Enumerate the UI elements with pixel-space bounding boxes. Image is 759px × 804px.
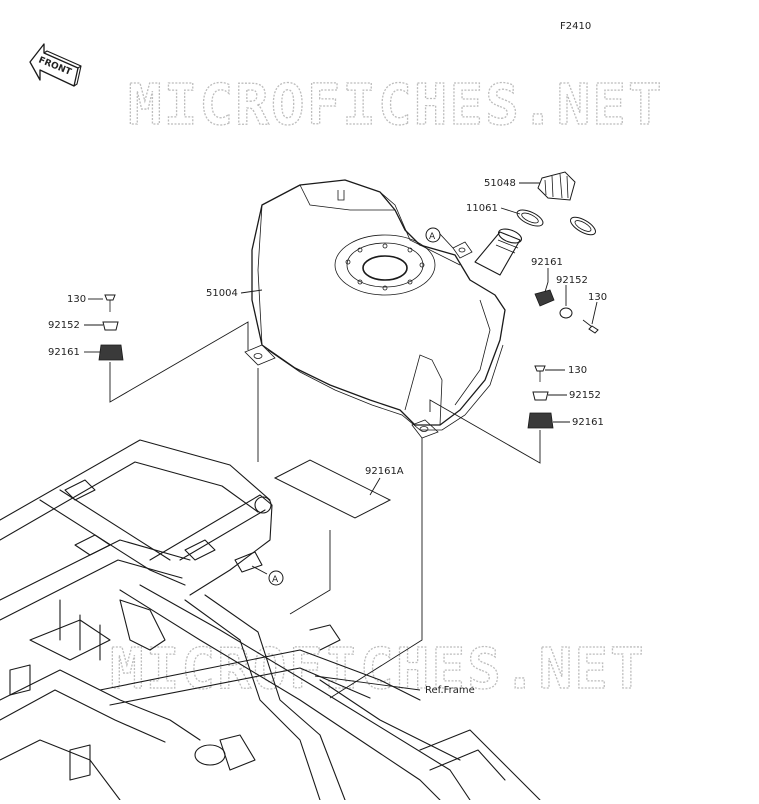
label-130-right-top: 130 [588, 292, 607, 303]
label-51004: 51004 [206, 288, 238, 299]
svg-text:A: A [272, 575, 279, 585]
rubber-pad [273, 459, 392, 519]
label-92152-left: 92152 [48, 320, 80, 331]
label-92161-right: 92161 [572, 417, 604, 428]
cap-seal [570, 216, 596, 236]
figure-code: F2410 [560, 21, 591, 32]
right-lower-mount [527, 365, 554, 429]
label-92161-left: 92161 [48, 347, 80, 358]
label-92161-right-top: 92161 [531, 257, 563, 268]
label-92152-right-top: 92152 [556, 275, 588, 286]
label-130-right: 130 [568, 365, 587, 376]
fuel-cap [537, 171, 576, 201]
vehicle-frame [0, 439, 541, 801]
collar-shape [559, 307, 573, 319]
label-92152-right: 92152 [569, 390, 601, 401]
ref-marker-a-bottom: A [268, 570, 284, 586]
leader-lines [84, 182, 598, 699]
watermark-bottom: MICROFICHES.NET [110, 637, 646, 702]
front-arrow-icon: FRONT [29, 43, 82, 87]
svg-text:A: A [429, 232, 436, 242]
label-51048: 51048 [484, 178, 516, 189]
ref-marker-a-top: A [425, 227, 441, 243]
label-ref-frame: Ref.Frame [425, 685, 475, 696]
label-130-left: 130 [67, 294, 86, 305]
left-mount [98, 294, 124, 361]
label-92161a: 92161A [365, 466, 404, 477]
watermark-top: MICROFICHES.NET [128, 73, 664, 138]
fuel-tank [244, 179, 523, 439]
cap-gasket [516, 209, 544, 227]
label-11061: 11061 [466, 203, 498, 214]
right-top-mount [534, 289, 599, 334]
